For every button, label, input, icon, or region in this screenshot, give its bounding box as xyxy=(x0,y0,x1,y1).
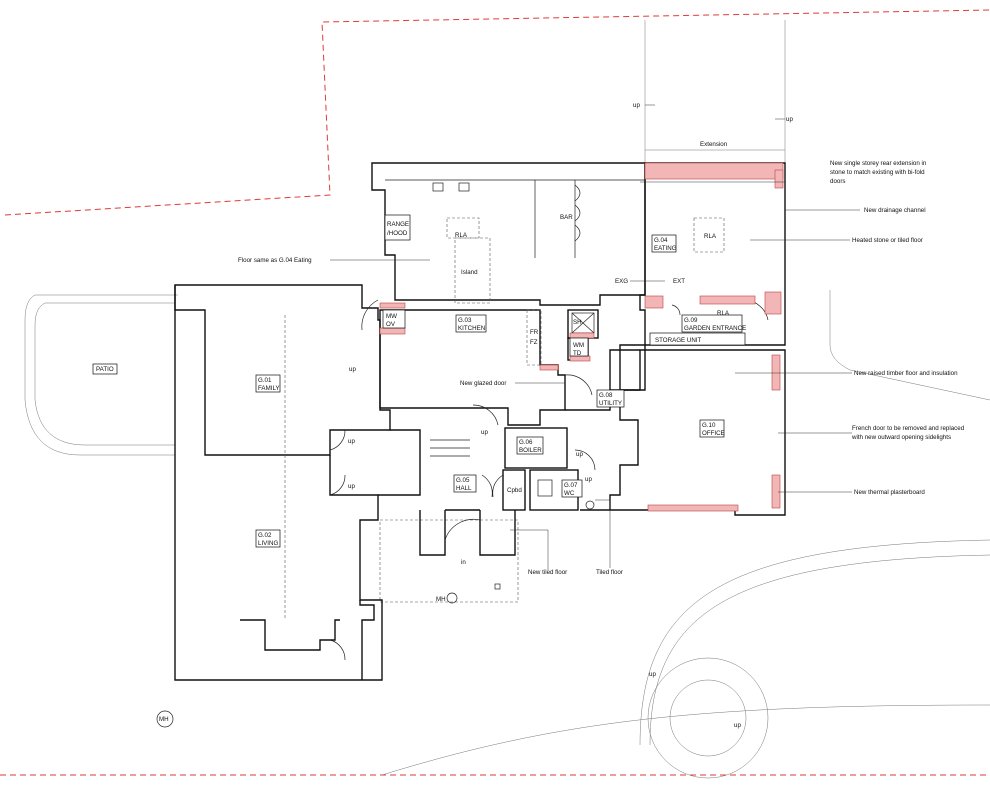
mh-label-garden: MH xyxy=(159,716,169,723)
room-g01-code: G.01 xyxy=(258,377,272,384)
room-g09: G.09 GARDEN ENTRANCE xyxy=(684,317,746,332)
note-plasterboard: New thermal plasterboard xyxy=(854,489,925,496)
annotation-notes: New single storey rear extension in ston… xyxy=(238,160,965,576)
new-construction-fills xyxy=(379,162,784,512)
room-g06: G.06 BOILER xyxy=(519,439,542,454)
room-g07: G.07 WC xyxy=(564,482,578,497)
room-g05-code: G.05 xyxy=(456,477,470,484)
ov-label: OV xyxy=(386,321,396,328)
up-label: up xyxy=(576,451,583,458)
room-g09-code: G.09 xyxy=(684,317,698,324)
patio-label: PATIO xyxy=(96,366,114,373)
note-extension-line2: stone to match existing with bi-fold xyxy=(830,169,925,176)
up-label: up xyxy=(348,438,355,445)
bar-label: BAR xyxy=(560,214,573,221)
sh-label: SH xyxy=(573,319,582,326)
room-g05-name: HALL xyxy=(456,485,472,492)
up-label: up xyxy=(348,483,355,490)
up-label: up xyxy=(349,366,356,373)
hood-label: /HOOD xyxy=(387,230,408,237)
in-label: in xyxy=(461,559,466,566)
room-g10: G.10 OFFICE xyxy=(702,422,725,437)
room-g03-name: KITCHEN xyxy=(458,325,485,332)
rla-label-eating: RLA xyxy=(704,233,717,240)
up-label: up xyxy=(786,116,793,123)
up-label: up xyxy=(481,429,488,436)
room-g03: G.03 KITCHEN xyxy=(458,317,485,332)
extension-label: Extension xyxy=(700,141,728,148)
room-g01: G.01 FAMILY xyxy=(258,377,280,392)
manhole-marker xyxy=(156,710,174,728)
note-heated-floor: Heated stone or tiled floor xyxy=(852,237,923,244)
up-label: up xyxy=(633,102,640,109)
wm-label: WM xyxy=(573,342,584,349)
room-label-frames xyxy=(92,214,746,548)
range-label: RANGE xyxy=(387,221,409,228)
note-french-door-line2: with new outward opening sidelights xyxy=(851,434,951,441)
cpbd-label: Cpbd xyxy=(507,487,522,494)
note-french-door-line1: French door to be removed and replaced xyxy=(852,425,965,432)
rla-label-garden: RLA xyxy=(717,310,730,317)
room-g07-name: WC xyxy=(564,490,575,497)
exg-label: EXG xyxy=(615,278,628,285)
room-g10-code: G.10 xyxy=(702,422,716,429)
room-g04-name: EATING xyxy=(654,245,677,252)
internal-dashed-lines xyxy=(284,179,725,620)
room-g01-name: FAMILY xyxy=(258,385,280,392)
building-walls xyxy=(174,162,786,681)
note-drainage: New drainage channel xyxy=(864,207,926,214)
up-label: up xyxy=(585,476,592,483)
room-g06-code: G.06 xyxy=(519,439,533,446)
note-tiled-floor: Tiled floor xyxy=(596,569,623,576)
storage-unit-label: STORAGE UNIT xyxy=(655,337,702,344)
fixture-labels: PATIO RANGE /HOOD RLA RLA RLA Island BAR… xyxy=(96,141,730,728)
note-glazed-door: New glazed door xyxy=(460,380,506,387)
room-g06-name: BOILER xyxy=(519,447,542,454)
level-up-markers: up up up up up up up up up up xyxy=(348,102,793,729)
up-label: up xyxy=(649,671,656,678)
note-floor-same: Floor same as G.04 Eating xyxy=(238,257,312,264)
island-label: Island xyxy=(461,269,478,276)
room-g05: G.05 HALL xyxy=(456,477,472,492)
ext-label: EXT xyxy=(673,278,685,285)
room-g07-code: G.07 xyxy=(564,482,578,489)
room-g02-name: LIVING xyxy=(258,540,278,547)
room-g03-code: G.03 xyxy=(458,317,472,324)
room-g02-code: G.02 xyxy=(258,532,272,539)
room-g08-name: UTILITY xyxy=(599,400,622,407)
room-g04-code: G.04 xyxy=(654,237,668,244)
room-g09-name: GARDEN ENTRANCE xyxy=(684,325,746,332)
rla-label-kitchen: RLA xyxy=(455,232,468,239)
fr-label: FR xyxy=(530,329,539,336)
note-extension-line1: New single storey rear extension in xyxy=(830,160,927,167)
mh-label-front: MH xyxy=(436,596,446,603)
fz-label: FZ xyxy=(530,339,538,346)
note-new-tiled-floor: New tiled floor xyxy=(528,569,567,576)
site-boundary xyxy=(0,9,990,776)
td-label: TD xyxy=(573,350,582,357)
room-g10-name: OFFICE xyxy=(702,430,725,437)
annotation-leaders xyxy=(330,104,860,570)
site-context-lines xyxy=(24,20,990,779)
room-g02: G.02 LIVING xyxy=(258,532,278,547)
note-extension-line3: doors xyxy=(830,178,845,185)
room-g08: G.08 UTILITY xyxy=(599,392,622,407)
room-g08-code: G.08 xyxy=(599,392,613,399)
room-g04: G.04 EATING xyxy=(654,237,677,252)
up-label: up xyxy=(734,722,741,729)
note-timber-floor: New raised timber floor and insulation xyxy=(854,370,958,377)
mw-label: MW xyxy=(386,313,397,320)
